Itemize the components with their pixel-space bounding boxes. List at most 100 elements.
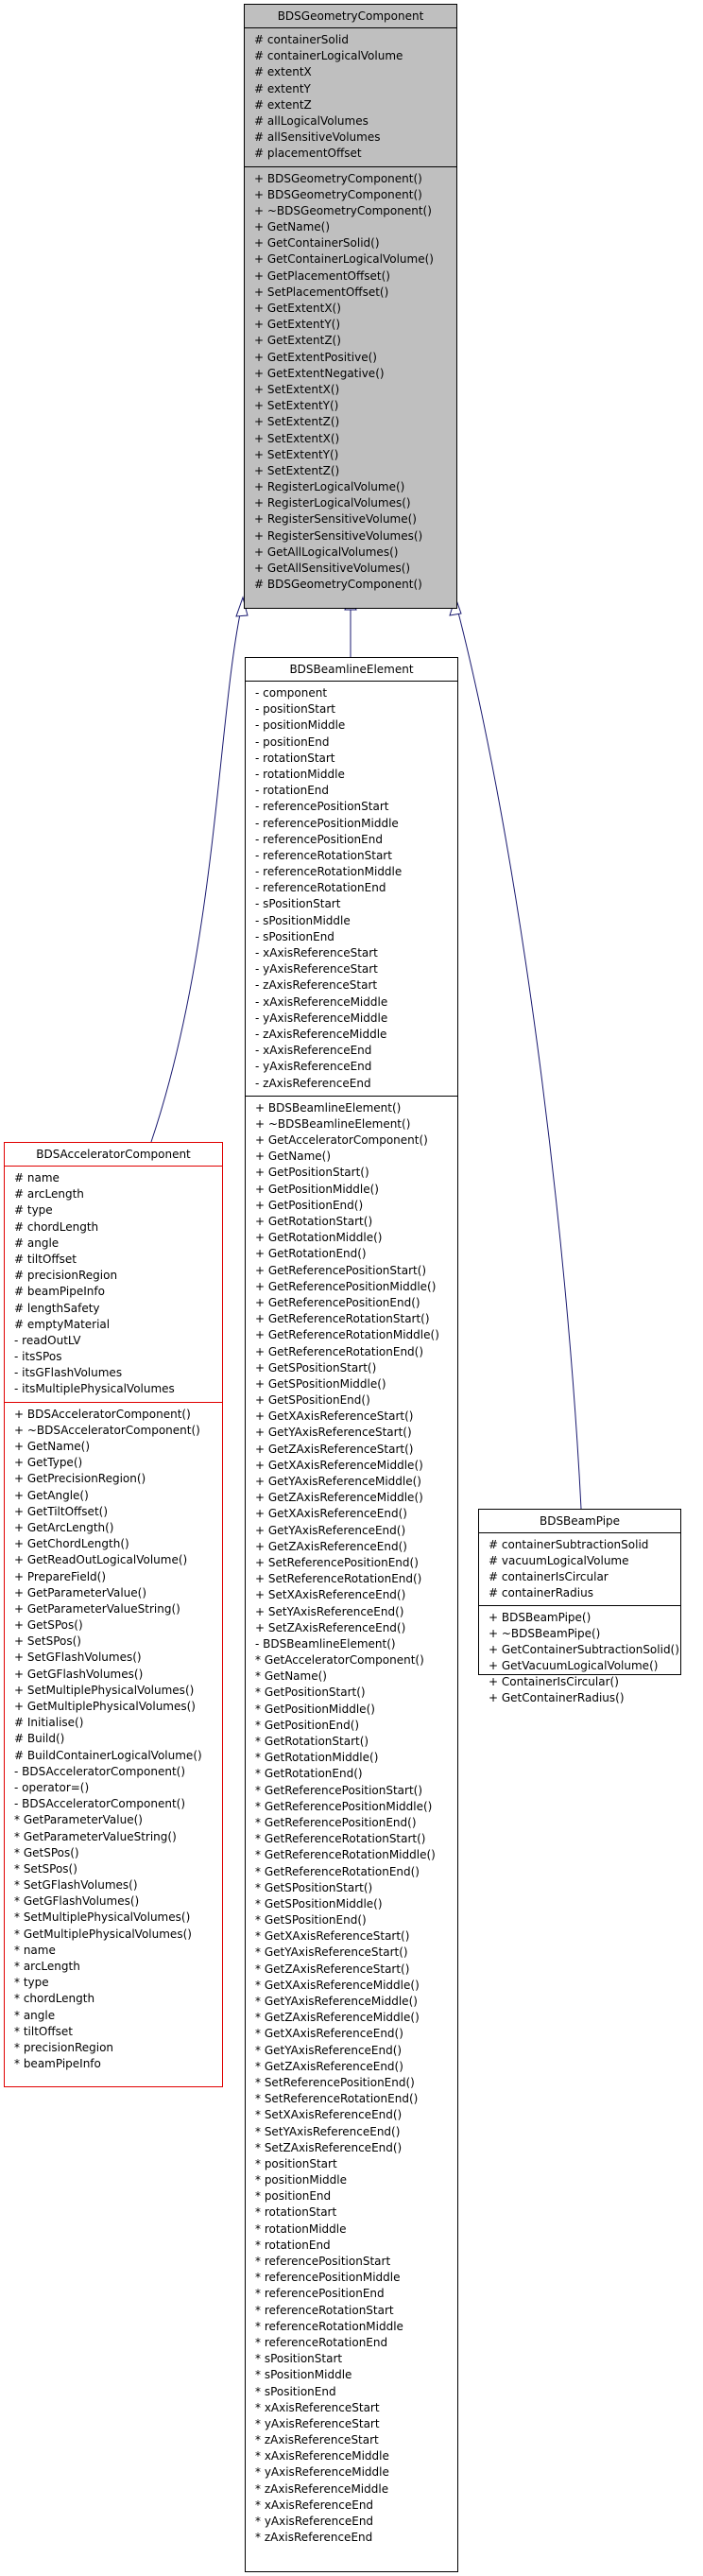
method-row: + GetExtentPositive() [254, 350, 377, 364]
method-row: + GetRotationStart() [255, 1215, 373, 1228]
method-row: * tiltOffset [14, 2024, 73, 2038]
attribute-row: # containerRadius [489, 1586, 593, 1599]
method-row: # BuildContainerLogicalVolume() [14, 1748, 202, 1762]
method-row: * GetSPositionMiddle() [255, 1896, 383, 1910]
attribute-row: # lengthSafety [14, 1301, 100, 1315]
method-row: + GetSPos() [14, 1618, 83, 1633]
attribute-row: - itsSPos [14, 1350, 62, 1364]
method-row: + GetName() [255, 1150, 332, 1164]
method-row: * referenceRotationStart [255, 2303, 394, 2317]
attribute-row: - yAxisReferenceEnd [255, 1060, 372, 1074]
attribute-row: - zAxisReferenceEnd [255, 1076, 371, 1090]
attribute-row: - referencePositionMiddle [255, 816, 399, 830]
method-row: + GetXAxisReferenceMiddle() [255, 1458, 423, 1472]
method-row: * SetSPos() [14, 1861, 77, 1876]
method-row: + RegisterSensitiveVolume() [254, 512, 417, 527]
attribute-row: - rotationMiddle [255, 767, 345, 781]
method-row: * rotationEnd [255, 2238, 331, 2252]
method-row: + GetContainerSolid() [254, 236, 380, 251]
method-row: + GetSPositionStart() [255, 1360, 377, 1374]
method-row: * xAxisReferenceEnd [255, 2498, 374, 2512]
method-row: * yAxisReferenceEnd [255, 2515, 374, 2528]
attribute-row: - referenceRotationStart [255, 848, 392, 862]
method-row: + BDSBeamPipe() [489, 1611, 592, 1624]
attribute-row: # emptyMaterial [14, 1317, 111, 1331]
method-row: + GetXAxisReferenceEnd() [255, 1507, 407, 1521]
method-row: + SetPlacementOffset() [254, 285, 389, 299]
method-row: * GetAcceleratorComponent() [255, 1653, 424, 1668]
attribute-row: - zAxisReferenceMiddle [255, 1027, 387, 1041]
method-row: + SetGFlashVolumes() [14, 1651, 142, 1665]
method-row: + GetParameterValue() [14, 1585, 147, 1599]
method-row: * GetRotationMiddle() [255, 1751, 379, 1765]
attributes-section: - component- positionStart- positionMidd… [246, 681, 457, 1096]
method-row: + GetXAxisReferenceStart() [255, 1409, 414, 1424]
method-row: * GetReferenceRotationEnd() [255, 1864, 420, 1878]
method-row: + GetPositionStart() [255, 1166, 369, 1180]
attribute-row: - referenceRotationMiddle [255, 865, 403, 879]
attribute-row: - sPositionMiddle [255, 913, 351, 927]
method-row: + GetYAxisReferenceMiddle() [255, 1475, 421, 1488]
method-row: + GetChordLength() [14, 1537, 129, 1551]
attribute-row: - xAxisReferenceEnd [255, 1044, 372, 1058]
method-row: + GetName() [14, 1440, 91, 1453]
method-row: + GetPlacementOffset() [254, 268, 390, 283]
method-row: + GetYAxisReferenceEnd() [255, 1523, 406, 1537]
method-row: * zAxisReferenceStart [255, 2433, 379, 2447]
method-row: * SetReferencePositionEnd() [255, 2075, 415, 2089]
method-row: - operator=() [14, 1780, 90, 1794]
method-row: * GetPositionStart() [255, 1686, 366, 1700]
method-row: * sPositionStart [255, 2352, 343, 2366]
method-row: + GetPositionMiddle() [255, 1182, 379, 1196]
method-row: + SetSPos() [14, 1634, 81, 1649]
attribute-row: # chordLength [14, 1219, 99, 1234]
method-row: * SetReferenceRotationEnd() [255, 2092, 419, 2106]
attribute-row: # extentZ [254, 97, 312, 112]
method-row: * GetReferenceRotationMiddle() [255, 1848, 436, 1862]
method-row: + SetMultiplePhysicalVolumes() [14, 1683, 195, 1697]
attributes-section: # containerSolid# containerLogicalVolume… [245, 27, 456, 166]
method-row: + GetExtentY() [254, 318, 341, 332]
method-row: + GetParameterValueString() [14, 1601, 180, 1616]
method-row: + SetExtentY() [254, 399, 339, 413]
class-bdsgeometrycomponent[interactable]: BDSGeometryComponent # containerSolid# c… [244, 4, 457, 609]
attribute-row: - positionStart [255, 702, 335, 717]
method-row: * GetRotationStart() [255, 1735, 369, 1748]
method-row: + GetArcLength() [14, 1520, 114, 1534]
method-row: + SetExtentX() [254, 382, 340, 396]
method-row: * positionStart [255, 2156, 337, 2170]
method-row: * GetZAxisReferenceStart() [255, 1962, 410, 1976]
method-row: + GetSPositionMiddle() [255, 1376, 386, 1391]
method-row: - BDSAcceleratorComponent() [14, 1797, 186, 1811]
method-row: + GetExtentNegative() [254, 366, 385, 380]
method-row: + SetZAxisReferenceEnd() [255, 1620, 406, 1634]
attribute-row: - itsMultiplePhysicalVolumes [14, 1382, 175, 1396]
method-row: * sPositionMiddle [255, 2368, 352, 2382]
method-row: + PrepareField() [14, 1569, 107, 1583]
method-row: + GetGFlashVolumes() [14, 1667, 144, 1681]
method-row: * GetParameterValue() [14, 1813, 143, 1827]
attribute-row: - positionEnd [255, 735, 330, 749]
method-row: # Initialise() [14, 1716, 84, 1730]
method-row: + SetExtentX() [254, 431, 340, 445]
methods-section: + BDSBeamPipe()+ ~BDSBeamPipe()+ GetCont… [479, 1605, 680, 1710]
method-row: + SetExtentY() [254, 447, 339, 461]
method-row: + GetContainerLogicalVolume() [254, 252, 434, 267]
method-row: - BDSBeamlineElement() [255, 1636, 396, 1651]
class-bdsacceleratorcomponent[interactable]: BDSAcceleratorComponent # name# arcLengt… [4, 1142, 223, 2087]
edge-accelerator-to-geometry [150, 604, 243, 1143]
method-row: + GetExtentZ() [254, 334, 341, 348]
attributes-section: # name# arcLength# type# chordLength# an… [5, 1166, 222, 1402]
method-row: + SetYAxisReferenceEnd() [255, 1604, 404, 1618]
attribute-row: - referenceRotationEnd [255, 881, 386, 895]
attribute-row: - readOutLV [14, 1333, 81, 1347]
method-row: + GetTiltOffset() [14, 1504, 109, 1518]
method-row: * referenceRotationEnd [255, 2335, 388, 2349]
class-bdsbeamlineelement[interactable]: BDSBeamlineElement - component- position… [245, 657, 458, 2572]
attribute-row: # type [14, 1203, 53, 1218]
attribute-row: # allLogicalVolumes [254, 113, 369, 128]
method-row: + GetContainerRadius() [489, 1691, 625, 1704]
class-bdsbeampipe[interactable]: BDSBeamPipe # containerSubtractionSolid#… [478, 1509, 681, 1704]
method-row: * referencePositionMiddle [255, 2271, 401, 2285]
method-row: * GetPositionEnd() [255, 1718, 360, 1732]
